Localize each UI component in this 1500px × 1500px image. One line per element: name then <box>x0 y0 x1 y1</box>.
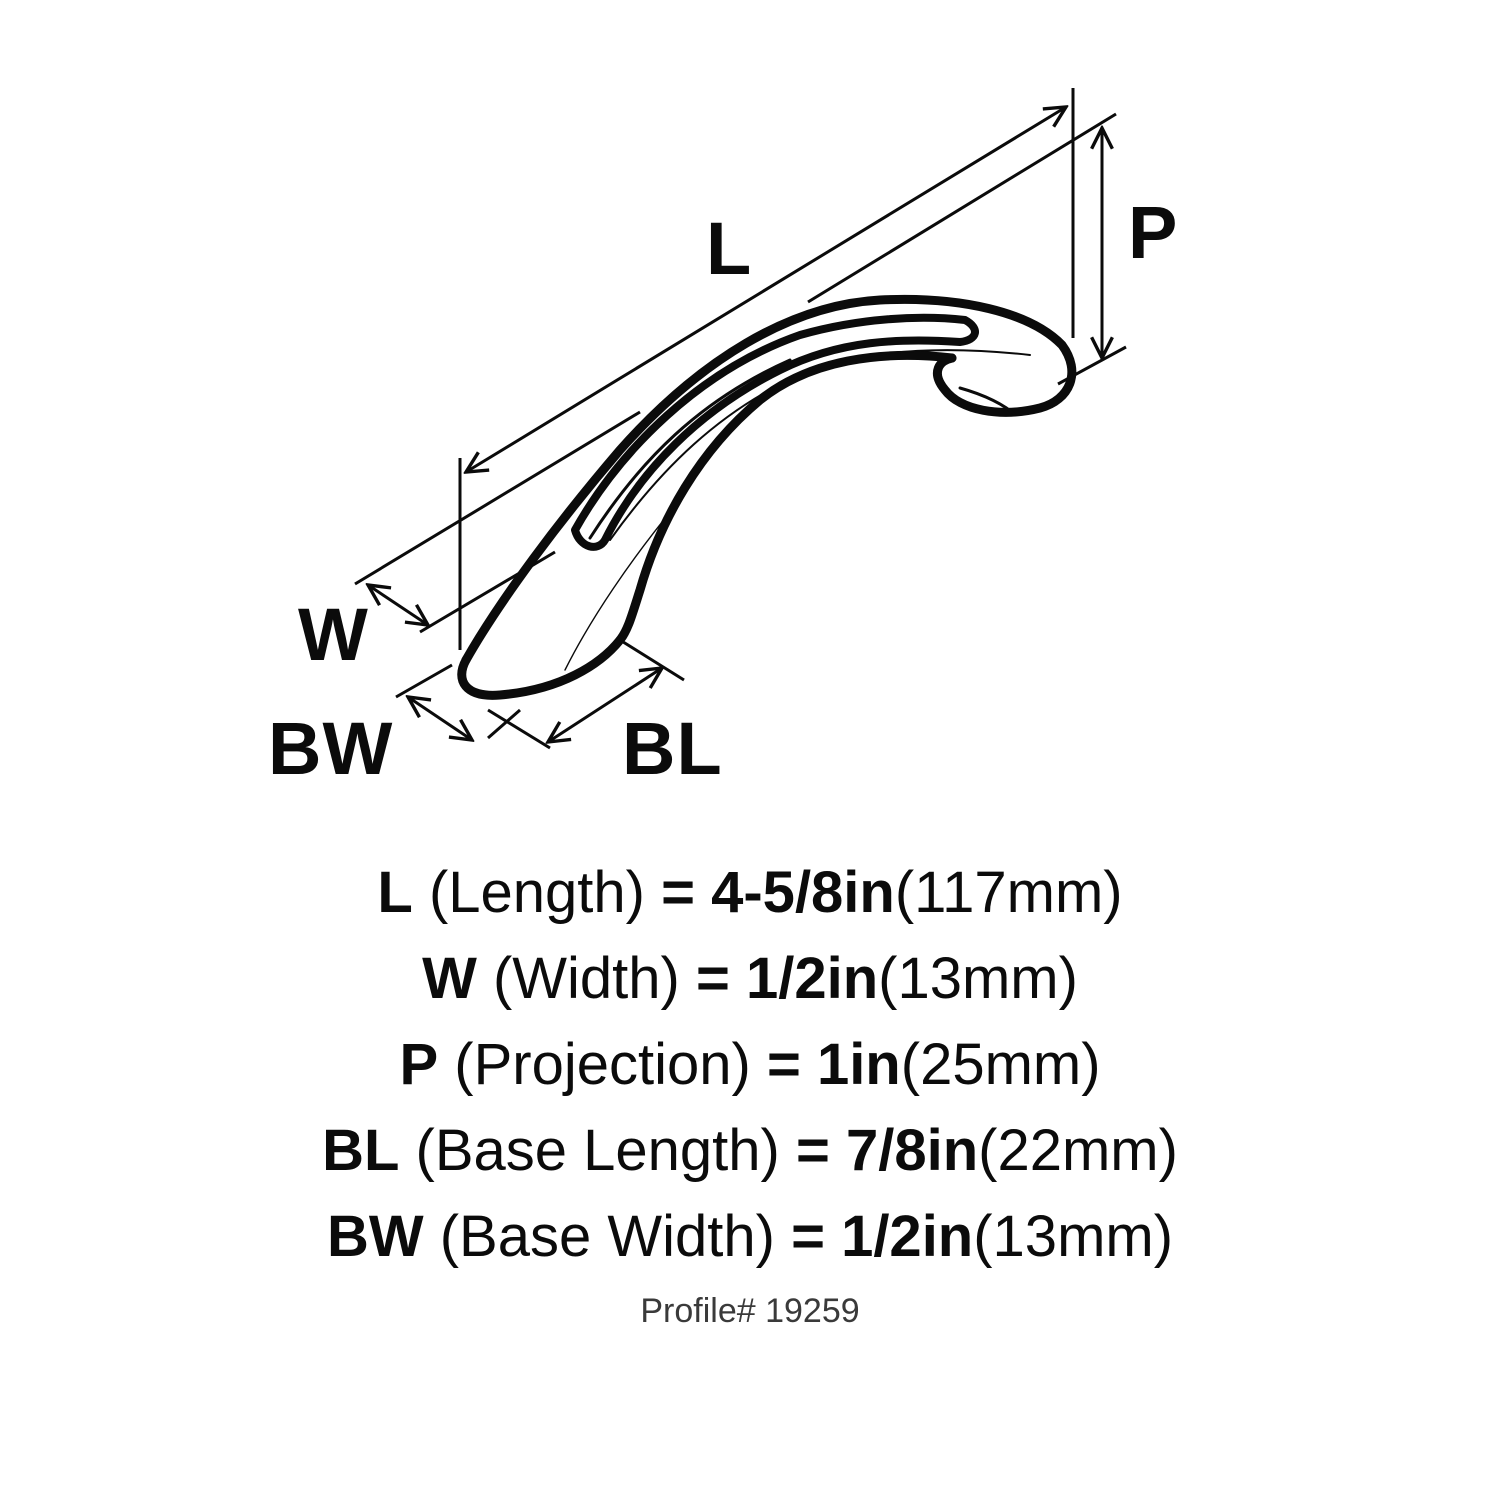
spec-width: W (Width) = 1/2in(13mm) <box>0 936 1500 1022</box>
spec-projection: P (Projection) = 1in(25mm) <box>0 1022 1500 1108</box>
spec-name: (Base Width) <box>439 1204 775 1269</box>
spec-equals: = <box>766 1032 801 1097</box>
label-P: P <box>1128 191 1179 274</box>
spec-imperial: 1/2in <box>745 946 879 1011</box>
length-dimension <box>458 88 1075 650</box>
base-dimensions <box>395 638 685 750</box>
specifications-list: L (Length) = 4-5/8in(117mm) W (Width) = … <box>0 850 1500 1280</box>
dimension-diagram: L P W BW BL <box>268 88 1179 790</box>
spec-equals: = <box>695 946 730 1011</box>
profile-number: Profile# 19259 <box>640 1292 860 1330</box>
label-L: L <box>706 207 753 290</box>
label-BL: BL <box>622 707 723 790</box>
spec-key: BW <box>326 1204 424 1269</box>
spec-name: (Length) <box>428 860 645 925</box>
spec-metric: (25mm) <box>900 1032 1101 1097</box>
spec-key: BL <box>322 1118 400 1183</box>
spec-name: (Base Length) <box>415 1118 780 1183</box>
spec-key: W <box>422 946 477 1011</box>
spec-imperial: 1in <box>816 1032 901 1097</box>
spec-name: (Projection) <box>454 1032 751 1097</box>
label-BW: BW <box>268 707 394 790</box>
spec-metric: (13mm) <box>878 946 1078 1011</box>
handle-drawing <box>354 88 1127 750</box>
label-W: W <box>298 593 369 676</box>
spec-key: L <box>377 860 413 925</box>
spec-equals: = <box>661 860 695 925</box>
spec-imperial: 7/8in <box>845 1118 979 1183</box>
spec-metric: (117mm) <box>894 860 1123 925</box>
spec-imperial: 4-5/8in <box>711 860 895 925</box>
handle-outline <box>457 294 1077 700</box>
spec-name: (Width) <box>492 946 680 1011</box>
width-dimension <box>354 410 641 634</box>
spec-imperial: 1/2in <box>841 1204 974 1269</box>
spec-metric: (13mm) <box>973 1204 1174 1269</box>
spec-equals: = <box>791 1204 825 1269</box>
spec-key: P <box>399 1032 439 1097</box>
spec-length: L (Length) = 4-5/8in(117mm) <box>0 850 1500 936</box>
spec-equals: = <box>795 1118 830 1183</box>
spec-base-length: BL (Base Length) = 7/8in(22mm) <box>0 1108 1500 1194</box>
spec-metric: (22mm) <box>978 1118 1178 1183</box>
spec-base-width: BW (Base Width) = 1/2in(13mm) <box>0 1194 1500 1280</box>
